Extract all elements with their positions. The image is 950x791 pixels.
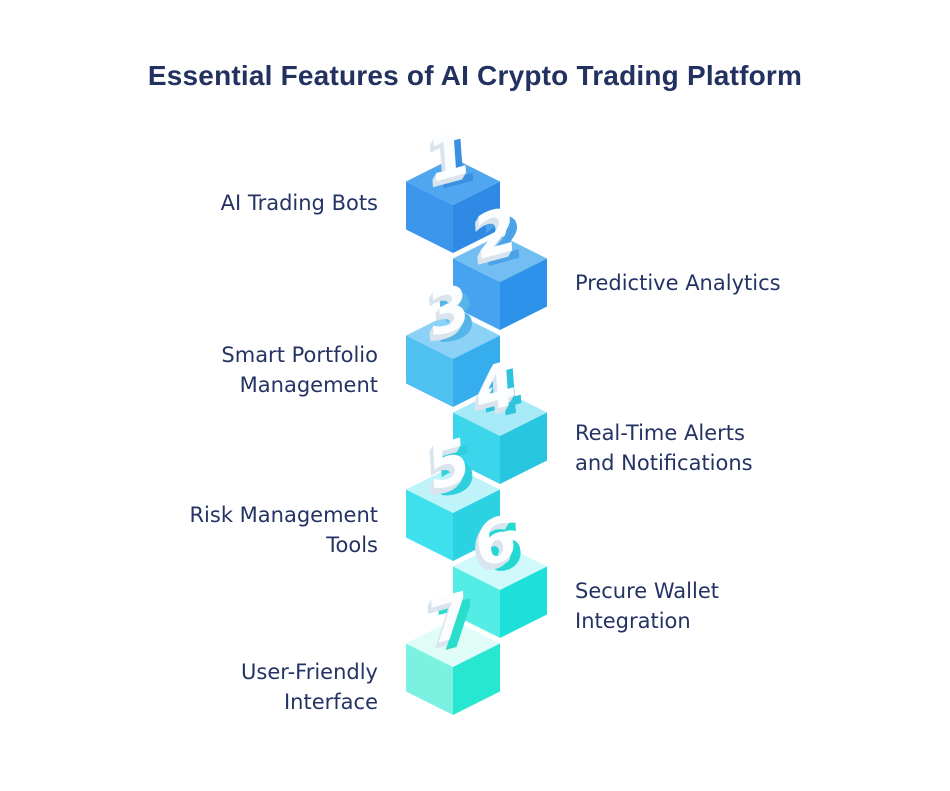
feature-label-line: AI Trading Bots xyxy=(220,191,378,215)
cube-2 xyxy=(453,235,547,330)
feature-label-line: Smart Portfolio xyxy=(221,343,378,367)
cube-1 xyxy=(406,158,500,253)
cube-5-left-face xyxy=(406,489,453,561)
cube-2-right-face xyxy=(500,258,547,330)
cube-4-left-face xyxy=(453,412,500,484)
feature-label-line: Secure Wallet xyxy=(575,579,719,603)
cube-5 xyxy=(406,466,500,561)
feature-label-line: User-Friendly xyxy=(241,660,378,684)
feature-label-line: Integration xyxy=(575,609,691,633)
cube-1-left-face xyxy=(406,181,453,253)
feature-label-line: Real-Time Alerts xyxy=(575,421,745,445)
cube-6-left-face xyxy=(453,566,500,638)
cube-4 xyxy=(453,389,547,484)
feature-label-1: AI Trading Bots xyxy=(221,188,378,218)
cube-6-right-face xyxy=(500,566,547,638)
cube-3 xyxy=(406,312,500,407)
feature-label-line: Management xyxy=(239,373,378,397)
cube-3-left-face xyxy=(406,335,453,407)
cube-5-right-face xyxy=(453,489,500,561)
feature-label-line: Interface xyxy=(283,690,378,714)
feature-label-line: Tools xyxy=(326,533,378,557)
cube-4-right-face xyxy=(500,412,547,484)
cube-3-right-face xyxy=(453,335,500,407)
page-title: Essential Features of AI Crypto Trading … xyxy=(147,60,803,91)
feature-label-2: Predictive Analytics xyxy=(575,268,781,298)
cube-7-left-face xyxy=(406,643,453,715)
cube-7-right-face xyxy=(453,643,500,715)
feature-label-4: Real-Time Alerts and Notifications xyxy=(575,418,753,478)
cube-7 xyxy=(406,620,500,715)
feature-label-line: and Notifications xyxy=(575,451,753,475)
cube-6 xyxy=(453,543,547,638)
cube-2-left-face xyxy=(453,258,500,330)
feature-label-line: Risk Management xyxy=(189,503,378,527)
cube-1-right-face xyxy=(453,181,500,253)
feature-label-line: Predictive Analytics xyxy=(575,271,781,295)
